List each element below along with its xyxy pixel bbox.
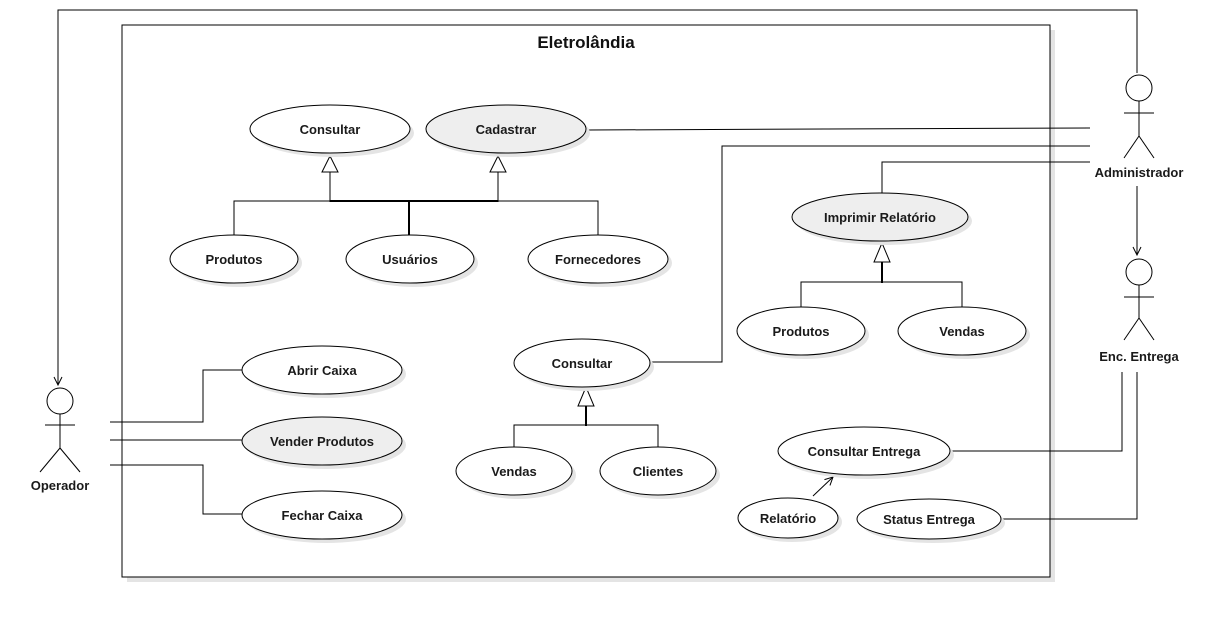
use-case-clientes[interactable]: Clientes bbox=[599, 446, 720, 499]
generalization-arrow bbox=[873, 241, 891, 263]
use-case-label: Vender Produtos bbox=[270, 434, 374, 449]
association-line bbox=[587, 127, 1091, 131]
use-case-relatorio[interactable]: Relatório bbox=[737, 497, 842, 542]
use-case-label: Consultar bbox=[300, 122, 361, 137]
use-case-abrir-caixa[interactable]: Abrir Caixa bbox=[241, 345, 406, 398]
actor-head-icon bbox=[1125, 258, 1153, 286]
use-case-produtos[interactable]: Produtos bbox=[169, 234, 302, 287]
use-case-fornecedores[interactable]: Fornecedores bbox=[527, 234, 672, 287]
association-line bbox=[110, 369, 242, 423]
association-line bbox=[998, 372, 1138, 520]
use-case-label: Imprimir Relatório bbox=[824, 210, 936, 225]
association-line bbox=[58, 9, 1138, 385]
use-case-vendas[interactable]: Vendas bbox=[455, 446, 576, 499]
use-case-label: Consultar bbox=[552, 356, 613, 371]
association-line bbox=[881, 161, 1090, 196]
use-case-label: Fechar Caixa bbox=[282, 508, 364, 523]
use-case-label: Produtos bbox=[772, 324, 829, 339]
use-case-label: Abrir Caixa bbox=[287, 363, 357, 378]
actor-enc-entrega[interactable]: Enc. Entrega bbox=[1099, 258, 1180, 364]
use-case-label: Cadastrar bbox=[476, 122, 537, 137]
generalization-arrow bbox=[489, 154, 507, 173]
use-case-usuarios[interactable]: Usuários bbox=[345, 234, 478, 287]
use-case-label: Vendas bbox=[939, 324, 985, 339]
actor-head-icon bbox=[1125, 74, 1153, 102]
association-line bbox=[650, 145, 1090, 363]
use-case-status-entrega[interactable]: Status Entrega bbox=[856, 498, 1005, 543]
use-case-consultar[interactable]: Consultar bbox=[249, 104, 414, 157]
use-case-label: Usuários bbox=[382, 252, 438, 267]
use-case-produtos-relatorio[interactable]: Produtos bbox=[736, 306, 869, 359]
use-case-label: Fornecedores bbox=[555, 252, 641, 267]
use-case-consultar-entrega[interactable]: Consultar Entrega bbox=[777, 426, 954, 479]
use-case-label: Vendas bbox=[491, 464, 537, 479]
association-line bbox=[948, 372, 1123, 452]
generalization-arrow bbox=[321, 154, 339, 173]
system-title: Eletrolândia bbox=[537, 33, 635, 52]
association-line bbox=[110, 464, 242, 515]
use-case-vender-produtos[interactable]: Vender Produtos bbox=[241, 416, 406, 469]
dependency-line bbox=[812, 477, 833, 497]
use-case-cadastrar[interactable]: Cadastrar bbox=[425, 104, 590, 157]
actor-label: Enc. Entrega bbox=[1099, 349, 1179, 364]
use-case-label: Status Entrega bbox=[883, 512, 976, 527]
use-case-vendas-relatorio[interactable]: Vendas bbox=[897, 306, 1030, 359]
use-case-fechar-caixa[interactable]: Fechar Caixa bbox=[241, 490, 406, 543]
actor-head-icon bbox=[46, 387, 74, 415]
generalization-arrow bbox=[577, 385, 595, 407]
actor-label: Operador bbox=[31, 478, 90, 493]
use-case-label: Clientes bbox=[633, 464, 684, 479]
actor-administrador[interactable]: Administrador bbox=[1095, 74, 1184, 180]
use-case-label: Consultar Entrega bbox=[808, 444, 921, 459]
use-case-label: Produtos bbox=[205, 252, 262, 267]
actor-label: Administrador bbox=[1095, 165, 1184, 180]
actor-operador[interactable]: Operador bbox=[31, 387, 90, 493]
use-case-consultar-vendas-clientes[interactable]: Consultar bbox=[513, 338, 654, 391]
system-boundary bbox=[121, 24, 1051, 578]
use-case-label: Relatório bbox=[760, 511, 816, 526]
use-case-imprimir-relatorio[interactable]: Imprimir Relatório bbox=[791, 192, 972, 245]
